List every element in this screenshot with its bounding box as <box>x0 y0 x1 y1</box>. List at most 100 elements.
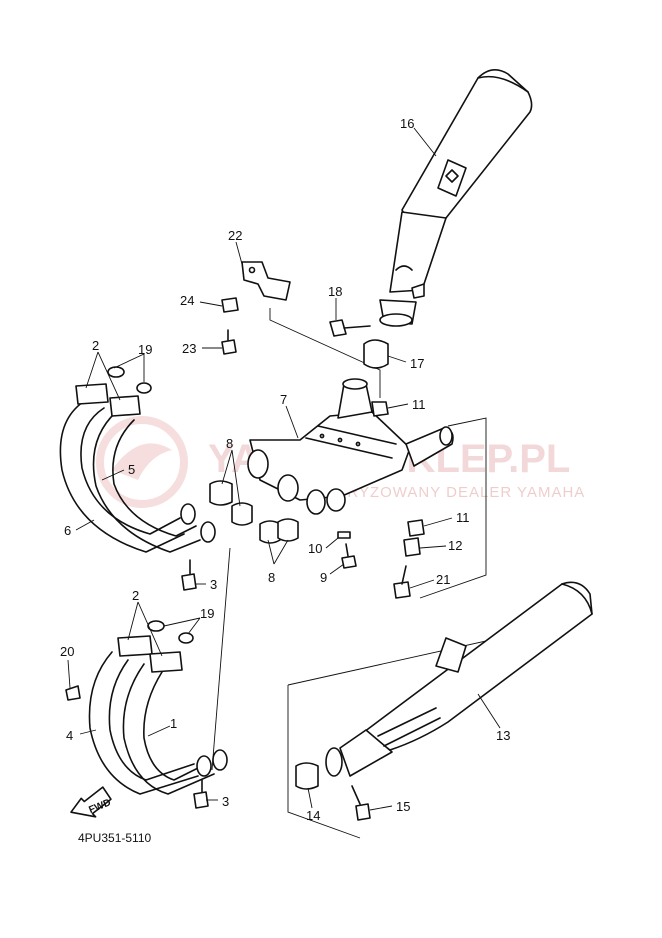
callout-17: 17 <box>410 356 424 371</box>
callout-11a: 11 <box>412 397 426 412</box>
leader-lines <box>67 127 501 811</box>
upper-header-pipes <box>59 366 216 591</box>
pipe-6-outer <box>59 399 185 553</box>
gasket-17 <box>363 339 389 369</box>
bolt-9-shank <box>345 543 349 557</box>
leader-14 <box>307 787 313 809</box>
upper-muffler-inlet-hole <box>395 265 413 271</box>
bolt-21-shank <box>401 565 407 585</box>
callout-2a: 2 <box>92 338 99 353</box>
pipe-4-inner <box>108 659 195 781</box>
callout-13: 13 <box>496 728 510 743</box>
bolt-3-upper-head <box>181 573 197 591</box>
callout-14: 14 <box>306 808 320 823</box>
callout-9: 9 <box>320 570 327 585</box>
clip-20 <box>65 685 81 701</box>
collector-port-2 <box>277 474 299 502</box>
pipe-5-outer <box>92 411 201 553</box>
collector-port-4 <box>326 488 346 512</box>
gasket-8-c <box>259 520 281 544</box>
pipe-4-end <box>196 755 212 777</box>
pipe-6-end <box>180 503 196 525</box>
collector-port-1 <box>247 449 269 479</box>
leader-2b <box>127 601 163 657</box>
lower-muffler <box>295 581 593 821</box>
watermark-logo-icon <box>96 416 188 508</box>
watermark-tagline: AUTORYZOWANY DEALER YAMAHA <box>302 484 585 501</box>
callout-19a: 19 <box>138 342 152 357</box>
gasket-8-b <box>231 502 253 526</box>
collector-outlet-end <box>439 426 453 446</box>
collector-port-3 <box>306 489 326 515</box>
callout-2b: 2 <box>132 588 139 603</box>
bolt-23-head <box>221 339 237 355</box>
leader-5 <box>101 469 125 481</box>
leader-6 <box>75 519 95 531</box>
upper-muffler-inlet <box>389 211 447 293</box>
exhaust-collector <box>247 378 454 515</box>
upper-muffler-body <box>401 69 533 229</box>
bolt-9-head <box>341 555 357 569</box>
leader-10 <box>325 537 339 549</box>
seal-19-upper-b <box>136 382 152 394</box>
diagram-code: 4PU351-5110 <box>78 831 151 845</box>
leader-19a <box>113 353 145 382</box>
leader-16 <box>413 127 437 157</box>
pipe-1-inner <box>143 671 211 781</box>
lower-muffler-mount <box>435 637 467 673</box>
collector-fasteners <box>337 401 425 599</box>
callout-24: 24 <box>180 293 194 308</box>
leader-21 <box>409 579 435 589</box>
lower-muffler-body <box>363 581 593 751</box>
leader-24 <box>199 301 223 307</box>
leader-2a <box>85 351 121 401</box>
gasket-8-a <box>209 480 233 506</box>
bolt-18-head <box>329 319 347 337</box>
upper-muffler-clamp-ring <box>379 313 413 327</box>
upper-muffler-mount <box>437 159 467 197</box>
flange-2-upper-a <box>75 383 109 405</box>
callout-11b: 11 <box>456 510 470 525</box>
fwd-arrow: FWD <box>70 786 113 818</box>
lower-muffler-inlet <box>339 729 393 777</box>
nut-24 <box>221 297 239 313</box>
assembly-frames <box>211 308 559 839</box>
lower-muffler-clamp <box>325 747 343 777</box>
callout-20: 20 <box>60 644 74 659</box>
pipe-1-outer <box>122 663 215 795</box>
leader-11b <box>423 517 453 527</box>
upper-muffler <box>379 69 533 327</box>
leader-20 <box>67 659 71 689</box>
bolt-3-lower-head <box>193 791 209 809</box>
callout-8a: 8 <box>226 436 233 451</box>
watermark-logo-wing-icon <box>112 443 172 480</box>
collector-rivet-1 <box>319 433 325 439</box>
bracket-22 <box>241 261 291 301</box>
upper-muffler-end-cap <box>477 75 529 93</box>
bolt-21-head <box>393 581 411 599</box>
leader-11a <box>387 403 409 409</box>
lower-header-pipes <box>65 620 228 809</box>
callout-23: 23 <box>182 341 196 356</box>
lower-muffler-end-cap <box>561 583 593 615</box>
pipe-1-end <box>212 749 228 771</box>
callout-22: 22 <box>228 228 242 243</box>
pipe-5-inner <box>112 419 197 537</box>
leader-8b <box>267 539 289 565</box>
callout-5: 5 <box>128 462 135 477</box>
callout-4: 4 <box>66 728 73 743</box>
callout-7: 7 <box>280 392 287 407</box>
damper-11-lower <box>407 519 425 537</box>
collector-rivet-2 <box>337 437 343 443</box>
muffler-bracket <box>221 261 291 355</box>
damper-11-upper <box>371 401 389 417</box>
leader-15 <box>369 805 393 811</box>
callouts: 16 22 24 23 18 17 11 7 8 11 12 21 10 9 8… <box>60 116 510 823</box>
flange-2-lower-b <box>149 651 183 673</box>
pipe-4-outer <box>88 651 199 795</box>
bracket-hole <box>248 266 256 274</box>
callout-1: 1 <box>170 716 177 731</box>
pipe-6-inner <box>80 407 181 535</box>
flange-2-lower-a <box>117 635 153 657</box>
